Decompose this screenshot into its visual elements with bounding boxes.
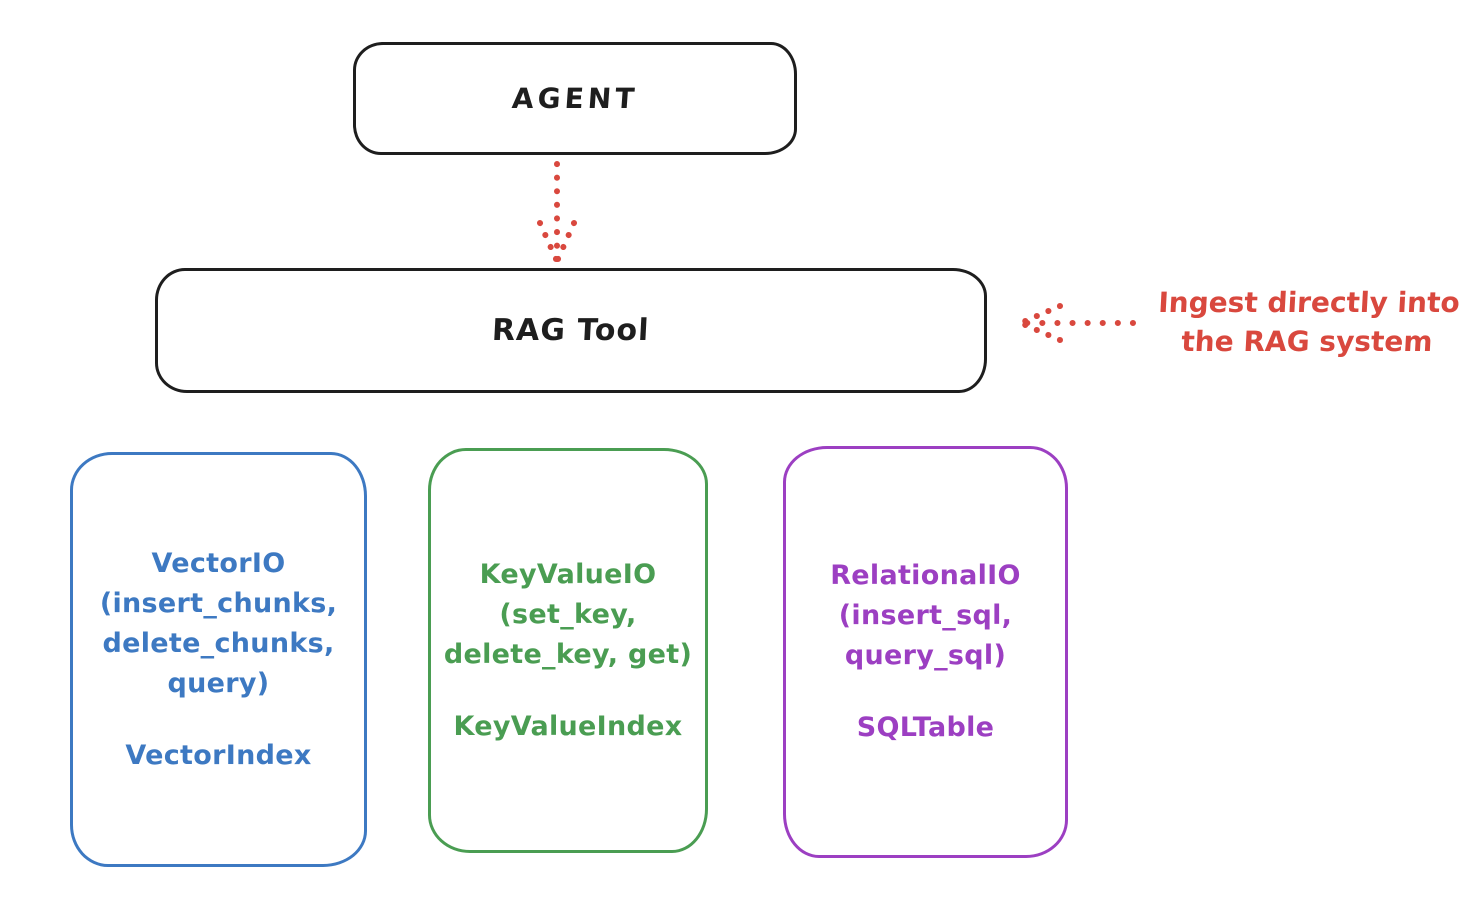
vector-io-param: query) — [167, 667, 270, 699]
rag-tool-node: RAG Tool — [155, 268, 987, 393]
relational-io-param: (insert_sql, — [838, 600, 1013, 631]
keyvalue-io-node: KeyValueIO (set_key, delete_key, get) Ke… — [428, 448, 708, 853]
keyvalue-io-param: (set_key, — [499, 598, 637, 630]
annotation-line-2: the RAG system — [1180, 325, 1434, 358]
agent-node: AGENT — [353, 42, 797, 155]
relational-io-title: RelationalIO — [830, 560, 1021, 591]
vector-io-param: delete_chunks, — [102, 627, 335, 659]
annotation-ingest: Ingest directly into the RAG system — [1138, 283, 1478, 361]
keyvalue-index-label: KeyValueIndex — [453, 710, 683, 742]
vector-io-title: VectorIO — [151, 547, 286, 579]
rag-tool-label: RAG Tool — [491, 313, 651, 348]
vector-io-node: VectorIO (insert_chunks, delete_chunks, … — [70, 452, 367, 867]
vector-io-text: VectorIO (insert_chunks, delete_chunks, … — [100, 544, 337, 776]
keyvalue-io-title: KeyValueIO — [479, 558, 657, 590]
dotted-arrow-left-icon — [1016, 299, 1138, 347]
agent-label: AGENT — [510, 82, 640, 115]
dotted-arrow-down-icon — [527, 160, 587, 266]
keyvalue-io-text: KeyValueIO (set_key, delete_key, get) Ke… — [444, 555, 692, 747]
annotation-line-1: Ingest directly into — [1157, 286, 1461, 319]
keyvalue-io-param: delete_key, get) — [443, 638, 693, 670]
relational-io-node: RelationalIO (insert_sql, query_sql) SQL… — [783, 446, 1068, 858]
relational-io-text: RelationalIO (insert_sql, query_sql) SQL… — [830, 556, 1021, 748]
sqltable-label: SQLTable — [856, 712, 995, 743]
relational-io-param: query_sql) — [844, 640, 1007, 671]
vector-index-label: VectorIndex — [125, 739, 312, 771]
vector-io-param: (insert_chunks, — [99, 587, 338, 619]
